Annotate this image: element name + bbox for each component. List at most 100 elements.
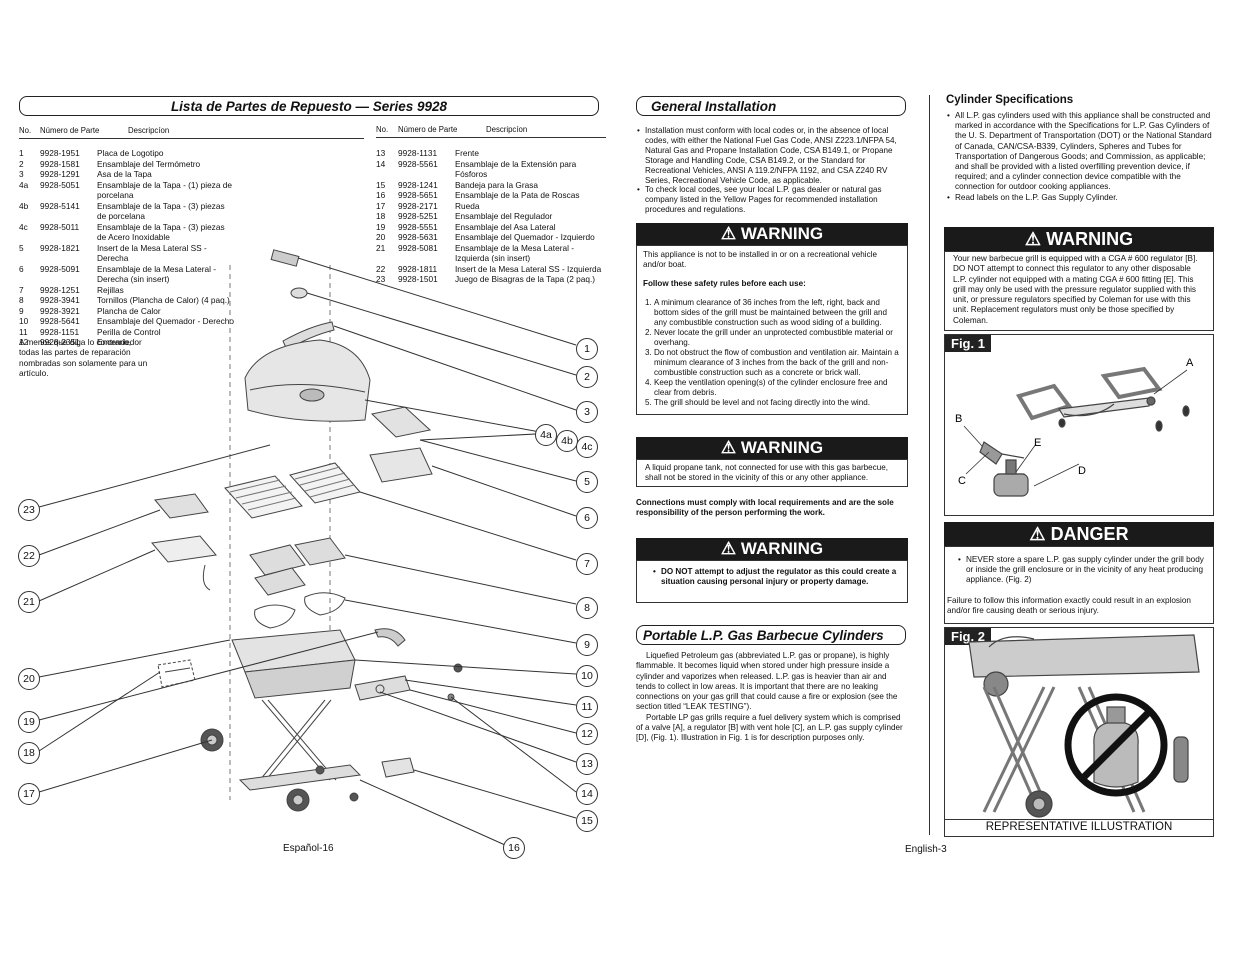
part-callout: 13	[576, 753, 598, 775]
general-bullet: Installation must conform with local cod…	[637, 126, 908, 185]
exploded-grill-diagram	[38, 249, 577, 846]
svg-text:A: A	[1186, 357, 1194, 369]
part-callout: 12	[576, 723, 598, 745]
portable-paragraph: Liquefied Petroleum gas (abbreviated L.P…	[636, 651, 898, 712]
part-number: 9928-5251	[398, 211, 438, 221]
part-callout: 2	[576, 366, 598, 388]
danger-bullet: NEVER store a spare L.P. gas supply cyli…	[958, 555, 1209, 586]
part-number: 9928-5651	[398, 190, 438, 200]
portable-cylinders-text: Liquefied Petroleum gas (abbreviated L.P…	[636, 651, 908, 744]
part-callout: 4b	[556, 430, 578, 452]
part-number: 9928-5551	[398, 221, 438, 232]
part-number-index: 13	[376, 148, 386, 158]
part-callout: 15	[576, 810, 598, 832]
part-callout: 19	[18, 711, 40, 733]
part-description: Encendedor	[97, 337, 142, 347]
part-description: Insert de la Mesa Lateral SS - Derecha	[97, 242, 207, 264]
part-callout: 1	[576, 338, 598, 360]
part-number: 9928-5631	[398, 232, 438, 242]
part-number: 9928-3941	[40, 295, 80, 305]
part-description: Juego de Bisagras de la Tapa (2 paq.)	[455, 274, 596, 284]
general-installation-title: General Installation	[636, 96, 906, 116]
part-description: Perilla de Control	[97, 326, 161, 337]
part-number-index: 15	[376, 179, 386, 190]
part-description: Ensamblaje de la Mesa Lateral - Derecha …	[97, 263, 216, 285]
warning-triangle-icon: ⚠	[720, 539, 737, 558]
warning-intro: This appliance is not to be installed in…	[643, 250, 877, 269]
table-row: 15 9928-1241 Bandeja para la Grasa	[376, 180, 606, 191]
warning-bar: ⚠ WARNING	[636, 437, 908, 459]
part-description: Ensamblaje de la Extensión para Fósforos	[455, 158, 577, 180]
part-description: Ensamblaje del Asa Lateral	[455, 221, 556, 232]
warning-box: A liquid propane tank, not connected for…	[636, 459, 908, 487]
warning-box: This appliance is not to be installed in…	[636, 245, 908, 415]
warning-triangle-icon: ⚠	[1029, 524, 1046, 544]
safety-rule: Do not obstruct the flow of combustion a…	[654, 348, 901, 378]
storage-prohibition-diagram	[968, 634, 1200, 818]
table-row: 4b 9928-5141 Ensamblaje de la Tapa - (3) p…	[19, 201, 364, 222]
part-description: Asa de la Tapa	[97, 169, 152, 179]
warning-bar: ⚠ WARNING	[636, 223, 908, 245]
parts-table-right: No. Número de Parte Descripcíon 13 9928-1…	[376, 125, 606, 285]
part-number-index: 22	[376, 263, 386, 274]
cylinder-bullet: All L.P. gas cylinders used with this ap…	[947, 111, 1214, 193]
warning-box: Your new barbecue grill is equipped with…	[944, 251, 1214, 331]
part-number-index: 5	[19, 242, 24, 253]
part-callout: 10	[576, 665, 598, 687]
part-number-index: 23	[376, 274, 386, 284]
part-callout: 20	[18, 668, 40, 690]
part-callout: 21	[18, 591, 40, 613]
table-header: No. Número de Parte Descripcíon	[376, 125, 606, 138]
part-description: Ensamblaje de la Tapa - (3) piezas de po…	[97, 200, 225, 222]
part-description: Rueda	[455, 200, 480, 211]
part-number-index: 18	[376, 211, 386, 221]
safety-rule: Never locate the grill under an unprotec…	[654, 328, 901, 348]
part-number-index: 21	[376, 242, 386, 253]
part-number: 9928-1241	[398, 179, 438, 190]
part-number: 9928-1811	[398, 263, 438, 274]
svg-text:D: D	[1078, 465, 1086, 477]
part-description: Rejillas	[97, 284, 124, 295]
part-callout: 4a	[535, 424, 557, 446]
part-description: Bandeja para la Grasa	[455, 179, 539, 190]
part-description: Ensamblaje de la Tapa - (1) pieza de por…	[97, 179, 232, 201]
safety-rule: The grill should be level and not facing…	[654, 398, 901, 408]
part-description: Ensamblaje de la Tapa - (3) piezas de Ac…	[97, 221, 225, 243]
part-number: 9928-5561	[398, 158, 438, 169]
part-number-index: 6	[19, 263, 24, 274]
part-number-index: 2	[19, 158, 24, 169]
danger-bar: ⚠ DANGER	[944, 522, 1214, 546]
warning-triangle-icon: ⚠	[1024, 229, 1042, 249]
svg-text:C: C	[958, 475, 966, 487]
part-callout: 11	[576, 696, 598, 718]
page-footer-right: English-3	[905, 844, 947, 855]
portable-paragraph: Portable LP gas grills require a fuel de…	[636, 712, 903, 743]
part-description: Ensamblaje del Quemador - Derecho	[97, 316, 234, 326]
danger-text: Failure to follow this information exact…	[947, 595, 1191, 615]
part-description: Tornillos (Plancha de Calor) (4 paq.)	[97, 295, 230, 305]
part-number-index: 19	[376, 221, 386, 232]
part-description: Ensamblaje del Quemador - Izquierdo	[455, 232, 595, 242]
part-number: 9928-5141	[40, 200, 80, 211]
part-number-index: 4b	[19, 200, 29, 211]
part-number: 9928-3921	[40, 305, 80, 316]
part-number: 9928-2351	[40, 337, 80, 347]
part-number: 9928-1131	[398, 148, 438, 158]
figure-caption: REPRESENTATIVE ILLUSTRATION	[944, 819, 1214, 833]
figure-2	[944, 627, 1214, 837]
warning-text: A liquid propane tank, not connected for…	[645, 463, 888, 482]
